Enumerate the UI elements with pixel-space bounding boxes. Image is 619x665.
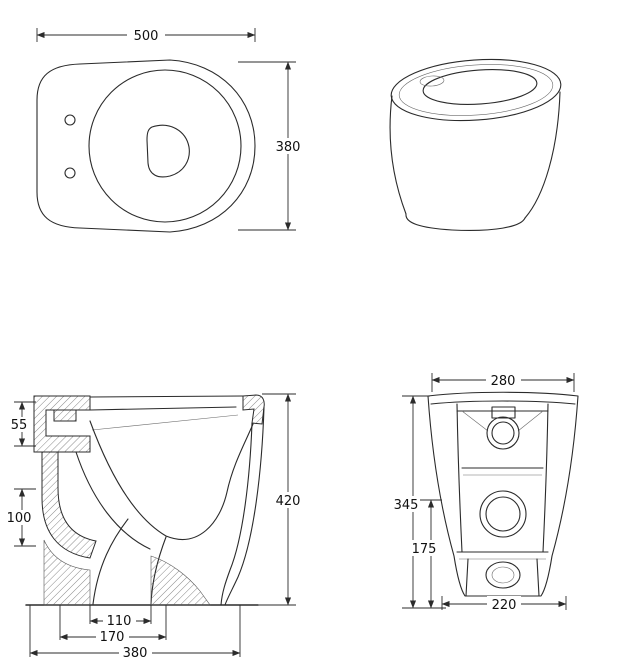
dim-front-drain-height-label: 175 [412,542,437,557]
dim-section-height-label: 420 [276,494,301,509]
dim-section-rim-label: 55 [11,418,28,433]
dim-section-trap: 100 [4,488,36,547]
dim-plan-width: 500 [36,27,256,44]
perspective-body [389,91,561,231]
front-outlet-outer [485,561,521,589]
perspective-bowl-opening [422,69,538,105]
front-flush-valve-outer [486,416,520,450]
section-inlet-tab [53,409,77,422]
perspective-rim-mid [398,64,554,116]
plan-view: 500 380 [36,27,305,233]
dim-section-outlet-offset-label: 170 [100,630,125,645]
dim-front-base-width: 220 [441,596,567,613]
perspective-view [389,58,562,231]
dim-front-top-width: 280 [431,372,575,392]
front-trap-circle-inner [485,496,521,532]
dim-plan-width-label: 500 [134,29,159,44]
dim-front-drain-height: 175 [408,499,442,609]
dim-front-base-width-label: 220 [492,598,517,613]
dim-plan-depth: 380 [238,61,305,231]
section-view: 55 100 420 110 [4,393,305,661]
section-front-rim [242,394,265,425]
front-outlet-inner [491,566,515,584]
dim-section-bottom-chain: 110 170 380 [29,605,241,661]
front-trap-circle-outer [479,490,527,538]
section-bowl-interior [89,420,254,540]
front-back-panel-edges [456,403,549,553]
section-trap-wall [41,451,97,559]
dim-plan-depth-label: 380 [276,140,301,155]
plan-drain-outline [146,124,190,178]
front-mid-lines [461,467,544,476]
section-base-mass-right [150,555,211,606]
front-flush-valve-inner [491,421,515,445]
dim-section-rim: 55 [7,401,36,447]
dim-front-height-label: 345 [394,498,419,513]
dim-section-outlet-width-label: 110 [107,614,132,629]
plan-fixing-hole-bottom [64,167,76,179]
perspective-back-detail [419,75,445,87]
section-front-shell [220,406,265,606]
front-base-lines [456,551,549,597]
front-body-outline [427,391,579,597]
section-flush-inlet-block [33,395,91,453]
dim-section-depth-label: 380 [123,646,148,661]
dim-front-height: 345 [389,395,446,609]
dim-section-trap-label: 100 [7,511,32,526]
plan-body-outline [36,59,256,233]
dim-front-top-width-label: 280 [491,374,516,389]
section-rim-channel-lines [89,395,244,431]
plan-fixing-hole-top [64,114,76,126]
front-inlet-boss [491,406,516,419]
dim-section-height: 420 [258,393,305,606]
section-bowl-shell [75,451,151,550]
section-base-mass-left [43,539,91,606]
front-top-edge-inner [430,400,576,405]
perspective-rim-outer [390,58,562,122]
front-view: 280 345 175 220 [389,372,579,613]
plan-bowl-rim [88,69,242,223]
